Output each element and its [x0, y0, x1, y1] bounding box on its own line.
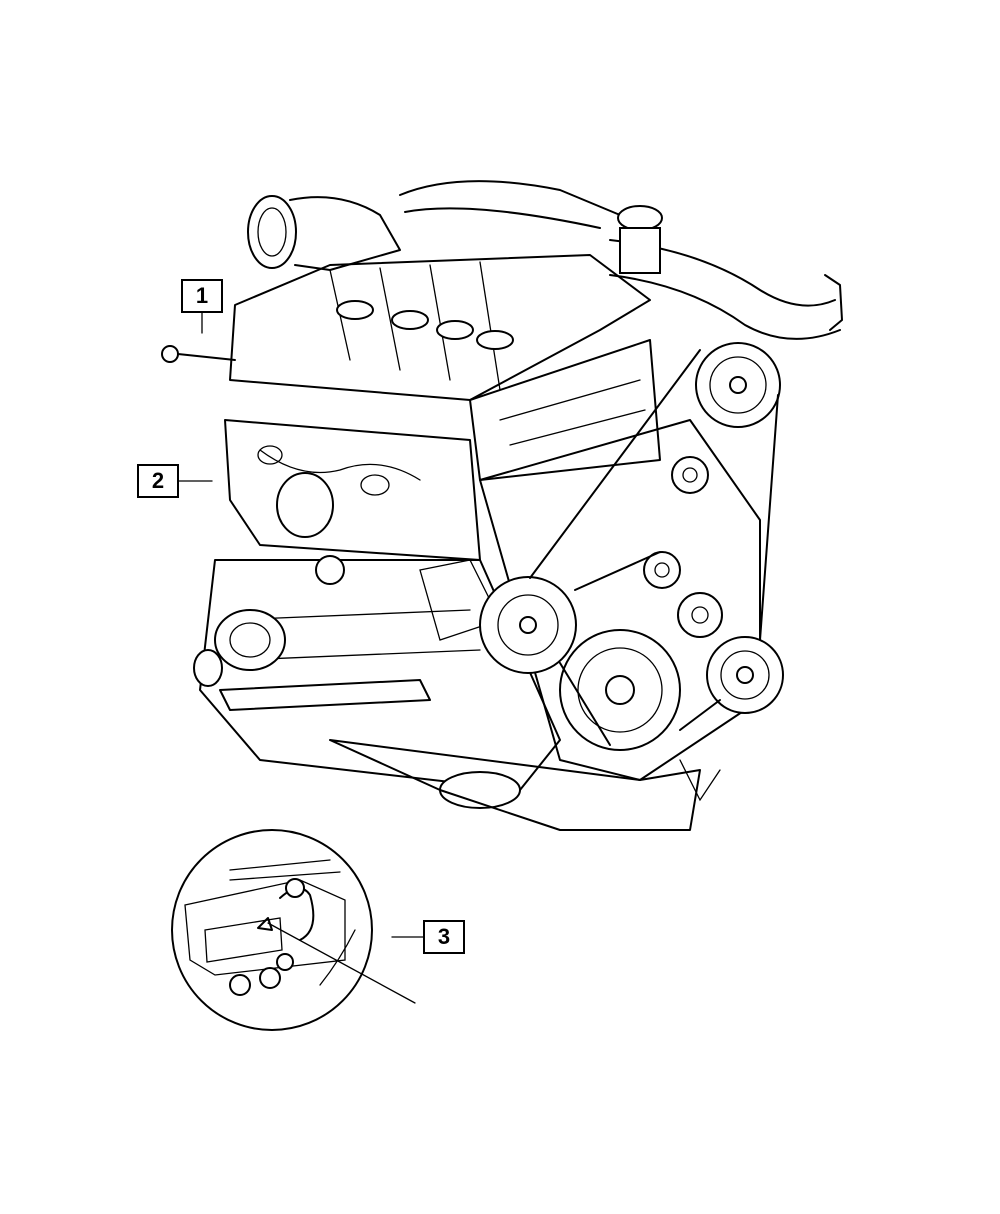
oil-pan — [329, 739, 721, 831]
pulley-upper — [695, 342, 781, 428]
valve-cover — [161, 254, 661, 481]
callout-2: 2 — [137, 464, 179, 498]
exhaust-manifold — [224, 419, 481, 561]
detail-inset — [171, 829, 416, 1031]
callout-3: 3 — [423, 920, 465, 954]
callout-2-label: 2 — [151, 468, 165, 493]
callout-3-label: 3 — [437, 924, 451, 949]
engine-block — [193, 555, 561, 809]
pulley-idler-1 — [671, 456, 709, 494]
callout-1-label: 1 — [195, 283, 209, 308]
pulley-crankshaft — [559, 629, 681, 751]
coolant-hose — [609, 205, 843, 340]
callout-1: 1 — [181, 279, 223, 313]
pulley-idler-2 — [643, 551, 681, 589]
pulley-idler-3 — [677, 592, 723, 638]
pulley-water-pump — [479, 576, 577, 674]
pulley-ac-compressor — [706, 636, 784, 714]
serpentine-belt — [529, 349, 779, 746]
air-intake-tube — [247, 180, 621, 271]
